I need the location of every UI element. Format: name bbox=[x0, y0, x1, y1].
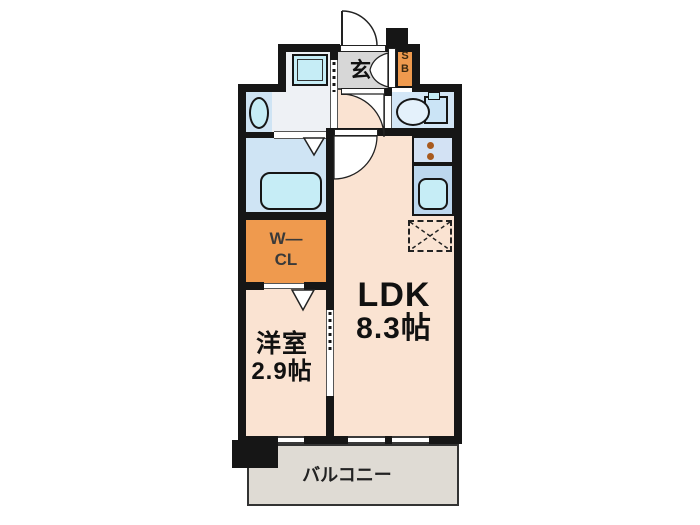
wall bbox=[454, 84, 462, 444]
stove-burner-icon bbox=[427, 153, 434, 160]
wcl-label-line2: CL bbox=[274, 250, 298, 269]
wall bbox=[238, 84, 246, 442]
balcony-floor bbox=[247, 444, 459, 506]
wall bbox=[304, 436, 348, 444]
toilet-bowl bbox=[396, 98, 430, 126]
ldk-window-left bbox=[348, 436, 385, 444]
wcl-label-line1: W— bbox=[269, 229, 303, 248]
wall bbox=[246, 84, 286, 92]
balcony-label: バルコニー bbox=[302, 465, 392, 485]
wall bbox=[412, 84, 462, 92]
ldk-size-label: 8.3帖 bbox=[356, 312, 432, 345]
stove-burner-icon bbox=[427, 142, 434, 149]
closet-doorway bbox=[264, 283, 304, 289]
washroom-sliding-door bbox=[330, 60, 338, 128]
ldk-name-label: LDK bbox=[357, 276, 431, 314]
bathtub bbox=[260, 172, 322, 210]
wall bbox=[384, 88, 392, 96]
washing-machine-pan-inner bbox=[297, 59, 323, 81]
washing-machine-pan bbox=[292, 54, 328, 86]
hall-floor bbox=[338, 90, 384, 128]
entrance-label: 玄 bbox=[350, 59, 372, 82]
toilet-doorway bbox=[384, 96, 392, 128]
western-room-floor bbox=[246, 288, 326, 436]
shoe-box-label-b: B bbox=[401, 63, 409, 75]
front-door-threshold bbox=[340, 45, 386, 52]
shoe-box-label: S B bbox=[396, 50, 414, 86]
western-room-sliding-door bbox=[326, 310, 334, 396]
wall bbox=[386, 44, 420, 52]
walk-in-closet-label: W— CL bbox=[246, 228, 326, 270]
kitchen-sink bbox=[418, 178, 448, 210]
wall bbox=[330, 44, 338, 60]
wall bbox=[429, 436, 462, 444]
front-door-leaf bbox=[388, 48, 396, 88]
refrigerator-space bbox=[408, 220, 452, 252]
wall bbox=[278, 44, 286, 92]
wall bbox=[326, 396, 334, 444]
wall bbox=[414, 44, 420, 92]
kitchen-stove bbox=[412, 136, 454, 164]
wall bbox=[246, 212, 334, 220]
wall bbox=[326, 128, 462, 136]
wall bbox=[326, 128, 334, 310]
western-room-window bbox=[278, 436, 304, 444]
wash-basin bbox=[249, 97, 269, 129]
wall bbox=[278, 44, 340, 52]
bath-doorway bbox=[274, 131, 326, 139]
western-room-name-label: 洋室 bbox=[255, 330, 308, 358]
ldk-door-opening bbox=[334, 129, 378, 136]
wall bbox=[238, 282, 264, 290]
toilet-door-leaf bbox=[341, 88, 385, 95]
wall bbox=[304, 282, 326, 290]
front-door-swing-arc bbox=[341, 10, 378, 47]
wall bbox=[385, 436, 392, 444]
western-room-size-label: 2.9帖 bbox=[251, 358, 313, 385]
wall bbox=[232, 440, 278, 468]
ldk-window-right bbox=[392, 436, 429, 444]
walk-in-closet bbox=[246, 218, 326, 284]
wall bbox=[246, 132, 274, 138]
toilet-flush-button bbox=[428, 92, 440, 100]
shoe-box-label-s: S bbox=[401, 50, 409, 62]
